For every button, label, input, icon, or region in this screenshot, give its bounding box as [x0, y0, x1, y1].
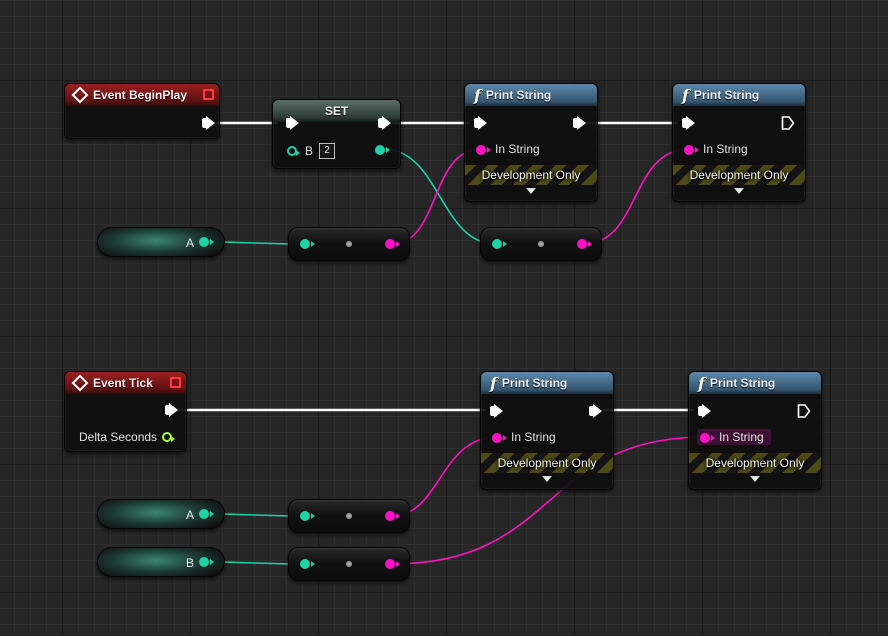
node-header: f Print String	[481, 372, 613, 394]
development-only-band: Development Only	[673, 165, 805, 185]
function-f-icon: f	[490, 373, 497, 393]
integer-value-field[interactable]: 2	[319, 143, 335, 159]
float-output-pin[interactable]	[162, 432, 175, 442]
triangle-down-icon[interactable]	[542, 476, 552, 482]
delegate-square-icon[interactable]	[170, 377, 181, 388]
string-output-pin[interactable]	[385, 559, 400, 569]
node-header: SET	[273, 100, 400, 122]
exec-output-pin[interactable]	[573, 116, 586, 130]
int-output-pin[interactable]	[375, 145, 390, 155]
int-to-string-conversion-node[interactable]	[288, 227, 410, 261]
development-only-band: Development Only	[465, 165, 597, 185]
conversion-dot-icon	[346, 241, 352, 247]
in-string-pin[interactable]	[492, 433, 507, 443]
exec-output-pin[interactable]	[378, 116, 391, 130]
event-beginplay-node[interactable]: Event BeginPlay	[64, 83, 220, 139]
node-title: Print String	[709, 376, 776, 390]
development-only-band: Development Only	[689, 453, 821, 473]
conversion-dot-icon	[346, 513, 352, 519]
exec-input-pin[interactable]	[474, 116, 487, 130]
triangle-down-icon[interactable]	[750, 476, 760, 482]
node-title: SET	[324, 104, 349, 118]
diamond-event-icon	[71, 374, 89, 392]
diamond-event-icon	[71, 86, 89, 104]
int-output-pin[interactable]	[199, 237, 214, 247]
conversion-dot-icon	[538, 241, 544, 247]
string-output-pin[interactable]	[385, 239, 400, 249]
node-header: Event Tick	[65, 372, 186, 394]
int-to-string-conversion-node[interactable]	[480, 227, 602, 261]
event-tick-node[interactable]: Event Tick Delta Seconds	[64, 371, 187, 452]
variable-getter-node[interactable]: A	[97, 227, 225, 257]
exec-input-pin[interactable]	[682, 116, 695, 130]
node-title: Print String	[485, 88, 552, 102]
in-string-pin[interactable]	[684, 145, 699, 155]
in-string-label: In String	[719, 430, 764, 444]
print-string-node[interactable]: f Print String In String Development Onl…	[464, 83, 598, 202]
string-output-pin[interactable]	[577, 239, 592, 249]
int-to-string-conversion-node[interactable]	[288, 499, 410, 533]
node-header: f Print String	[465, 84, 597, 106]
exec-input-pin[interactable]	[490, 404, 503, 418]
variable-name: B	[186, 556, 195, 570]
delta-seconds-label: Delta Seconds	[79, 430, 158, 444]
int-input-pin[interactable]	[287, 146, 300, 156]
conversion-dot-icon	[346, 561, 352, 567]
in-string-highlight	[697, 429, 771, 445]
variable-label: B	[305, 144, 314, 158]
int-output-pin[interactable]	[199, 509, 214, 519]
node-title: Print String	[693, 88, 760, 102]
int-to-string-conversion-node[interactable]	[288, 547, 410, 581]
delegate-square-icon[interactable]	[203, 89, 214, 100]
function-f-icon: f	[474, 85, 481, 105]
function-f-icon: f	[698, 373, 705, 393]
print-string-node[interactable]: f Print String In String Development Onl…	[672, 83, 806, 202]
node-title: Event Tick	[93, 376, 153, 390]
int-input-pin[interactable]	[300, 239, 315, 249]
exec-input-pin[interactable]	[286, 116, 299, 130]
in-string-label: In String	[511, 430, 556, 444]
variable-name: A	[186, 236, 195, 250]
variable-name: A	[186, 508, 195, 522]
exec-output-pin-unconnected[interactable]	[781, 115, 795, 131]
node-header: f Print String	[689, 372, 821, 394]
node-title: Event BeginPlay	[93, 88, 188, 102]
exec-output-pin[interactable]	[165, 403, 178, 417]
set-variable-node[interactable]: SET B 2	[272, 99, 401, 169]
int-input-pin[interactable]	[492, 239, 507, 249]
in-string-pin[interactable]	[476, 145, 491, 155]
variable-getter-node[interactable]: B	[97, 547, 225, 577]
in-string-label: In String	[495, 142, 540, 156]
int-output-pin[interactable]	[199, 557, 214, 567]
exec-output-pin-unconnected[interactable]	[797, 403, 811, 419]
node-header: f Print String	[673, 84, 805, 106]
print-string-node[interactable]: f Print String In String Development Onl…	[480, 371, 614, 490]
development-only-band: Development Only	[481, 453, 613, 473]
variable-getter-node[interactable]: A	[97, 499, 225, 529]
exec-output-pin[interactable]	[589, 404, 602, 418]
in-string-pin[interactable]	[700, 433, 715, 443]
string-output-pin[interactable]	[385, 511, 400, 521]
triangle-down-icon[interactable]	[526, 188, 536, 194]
print-string-node[interactable]: f Print String In String Development Onl…	[688, 371, 822, 490]
in-string-label: In String	[703, 142, 748, 156]
node-title: Print String	[501, 376, 568, 390]
exec-input-pin[interactable]	[698, 404, 711, 418]
exec-output-pin[interactable]	[202, 116, 215, 130]
int-input-pin[interactable]	[300, 559, 315, 569]
int-input-pin[interactable]	[300, 511, 315, 521]
node-header: Event BeginPlay	[65, 84, 219, 106]
function-f-icon: f	[682, 85, 689, 105]
triangle-down-icon[interactable]	[734, 188, 744, 194]
